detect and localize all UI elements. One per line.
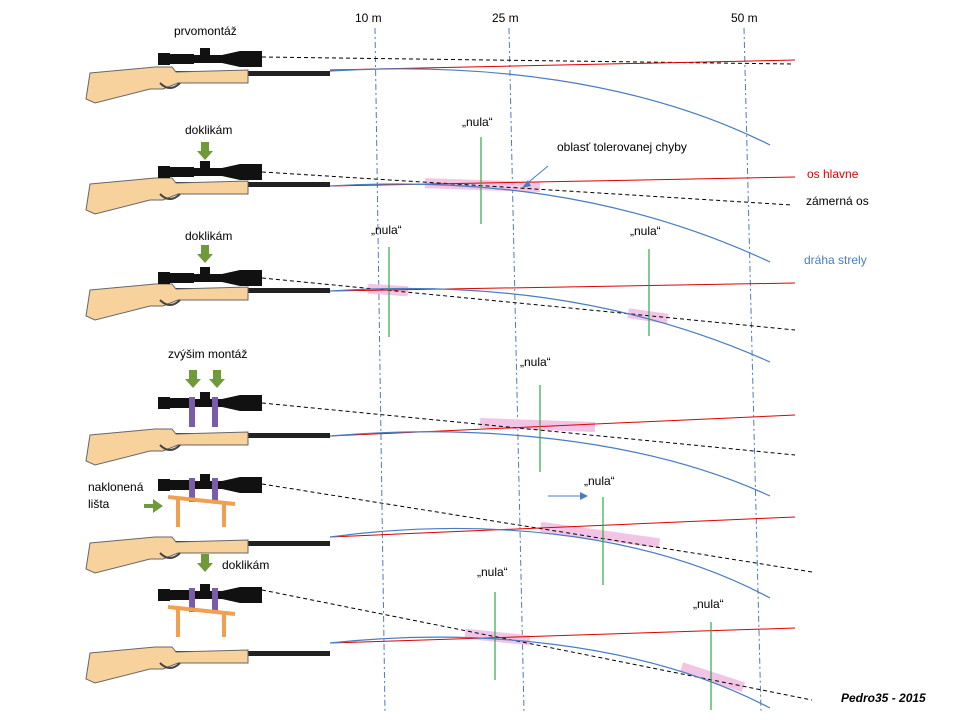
guide-25m — [508, 27, 525, 713]
row-4-raise-mount — [85, 370, 796, 497]
row-3-adjust — [85, 245, 796, 363]
sight-axis — [261, 483, 813, 573]
mount-ring — [212, 478, 218, 502]
tolerance-zone — [539, 521, 661, 549]
sight-axis — [261, 589, 813, 701]
trajectory — [329, 287, 771, 363]
tolerance-zone — [424, 178, 541, 193]
barrel-axis — [329, 627, 796, 644]
trajectory — [329, 527, 771, 599]
row-1-first-mount — [85, 48, 796, 146]
tolerance-zone — [479, 418, 596, 433]
zero-label: „nula“ — [462, 115, 493, 129]
step-label-adjust-3: doklikám — [222, 558, 270, 572]
barrel-axis — [329, 282, 796, 292]
author-credit: Pedro35 - 2015 — [841, 691, 926, 705]
mount-ring — [189, 478, 195, 502]
zero-label: „nula“ — [630, 224, 661, 238]
step-label-adjust-2: doklikám — [185, 229, 233, 243]
mount-ring — [189, 397, 195, 427]
trajectory-label: dráha strely — [804, 253, 867, 267]
trajectory — [329, 68, 771, 146]
row-2-adjust — [85, 137, 796, 263]
barrel-axis — [329, 516, 796, 538]
row-6-adjust — [85, 554, 813, 710]
distance-label-50m: 50 m — [731, 11, 758, 25]
sight-axis — [261, 402, 796, 456]
zero-label: „nula“ — [371, 223, 402, 237]
distance-guides — [374, 27, 762, 713]
zero-label: „nula“ — [693, 597, 724, 611]
barrel-axis-label: os hlavne — [807, 167, 859, 181]
sight-axis — [261, 171, 793, 206]
step-label-raise-mount: zvýšim montáž — [168, 347, 248, 361]
distance-label-10m: 10 m — [355, 11, 382, 25]
step-label-adjust-1: doklikám — [185, 123, 233, 137]
guide-50m — [743, 27, 762, 713]
tolerance-zone — [680, 662, 745, 692]
zero-label: „nula“ — [477, 565, 508, 579]
mount-ring — [189, 588, 195, 612]
zero-label: „nula“ — [520, 355, 551, 369]
trajectory — [329, 431, 771, 497]
step-label-first-mount: prvomontáž — [174, 24, 237, 38]
row-5-tilted-rail — [85, 474, 813, 599]
barrel-axis — [329, 414, 796, 437]
mount-ring — [212, 588, 218, 612]
step-label-tilted-rail-2: lišta — [88, 497, 110, 511]
distance-label-25m: 25 m — [492, 11, 519, 25]
arrow-icon — [144, 499, 163, 513]
guide-10m — [374, 27, 386, 713]
mount-ring — [212, 397, 218, 427]
trajectory — [329, 183, 771, 263]
trajectory — [329, 636, 771, 709]
sight-axis-label: zámerná os — [806, 194, 869, 208]
barrel-axis — [329, 176, 796, 187]
zero-label: „nula“ — [584, 474, 615, 488]
tolerance-label: oblasť tolerovanej chyby — [557, 140, 687, 154]
sight-axis — [261, 56, 793, 65]
sight-axis — [261, 277, 796, 331]
step-label-tilted-rail: naklonená — [88, 480, 144, 494]
